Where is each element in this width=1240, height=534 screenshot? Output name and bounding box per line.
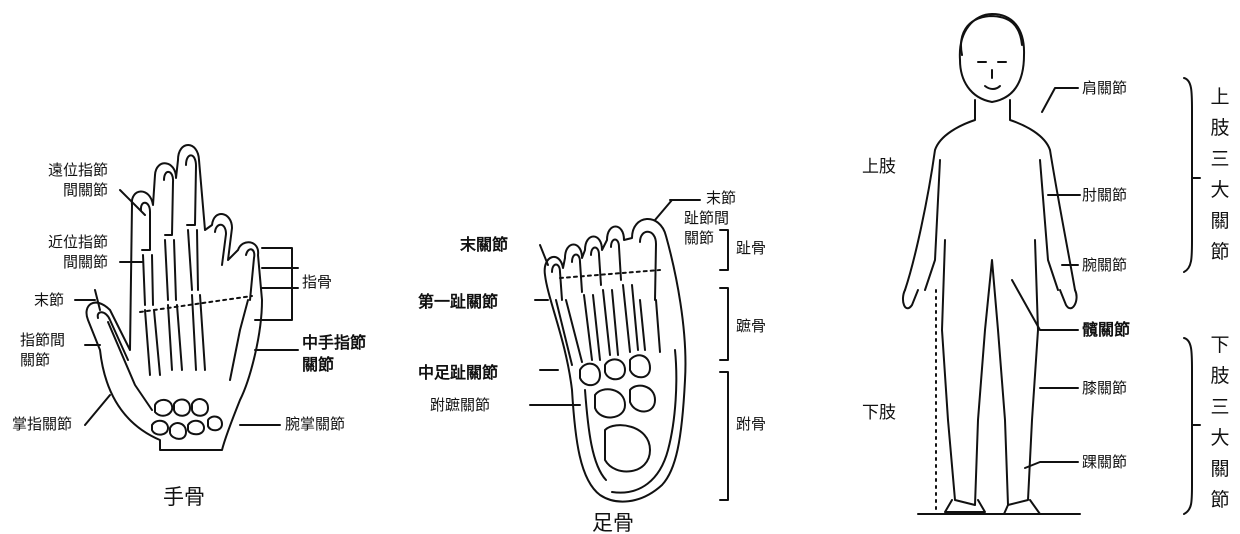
- foot-toe-line: [560, 270, 660, 278]
- label-knee-joint: 膝關節: [1082, 378, 1127, 398]
- label-elbow-joint: 肘關節: [1082, 185, 1127, 205]
- label-cmc-line1: 中手指節: [302, 332, 366, 354]
- label-mp-joint: 掌指關節: [12, 414, 72, 434]
- label-hand-distal-phalanx: 末節: [34, 290, 64, 310]
- hand-carpals: [152, 399, 222, 439]
- lower-group-char: 下: [1208, 330, 1232, 361]
- label-distal-ip-line2: 間關節: [48, 180, 108, 200]
- label-radiocarpal: 腕掌關節: [285, 414, 345, 434]
- label-hand-ip-line1: 指節間: [20, 330, 65, 350]
- body-feet: [945, 500, 1040, 514]
- label-proximal-ip-line1: 近位指節: [48, 232, 108, 252]
- label-distal-ip-joint: 遠位指節 間關節: [48, 160, 108, 201]
- hand-middle-bones: [164, 172, 182, 370]
- label-tarsometatarsal: 跗蹠關節: [430, 395, 490, 415]
- body-legs: [942, 240, 1038, 505]
- label-foot-distal-joint: 末關節: [460, 234, 508, 256]
- label-cmc-line2: 關節: [302, 354, 366, 376]
- lower-group-char: 肢: [1208, 361, 1232, 392]
- hand-title: 手骨: [163, 483, 205, 511]
- label-hip-joint: 髖關節: [1082, 319, 1130, 341]
- foot-title: 足骨: [592, 509, 634, 534]
- body-leaders: [1012, 88, 1080, 468]
- label-toe-bones: 趾骨: [736, 238, 766, 258]
- lower-group-char: 三: [1208, 392, 1232, 423]
- hand-knuckle-line: [140, 296, 252, 312]
- label-metatarsals: 蹠骨: [736, 316, 766, 336]
- lower-group-char: 節: [1208, 485, 1232, 516]
- upper-group-char: 肢: [1208, 113, 1232, 144]
- label-distal-ip-line1: 遠位指節: [48, 160, 108, 180]
- label-hand-ip-line2: 關節: [20, 350, 65, 370]
- upper-group-char: 大: [1208, 175, 1232, 206]
- lower-limb-three-joints-group: 下 肢 三 大 關 節: [1208, 330, 1232, 516]
- label-shoulder-joint: 肩關節: [1082, 78, 1127, 98]
- label-ankle-joint: 踝關節: [1082, 452, 1127, 472]
- label-hand-ip-joint: 指節間 關節: [20, 330, 65, 371]
- hand-thumb-bones: [98, 312, 152, 410]
- body-brace-upper: [1184, 78, 1200, 272]
- foot-tarsals: [580, 355, 655, 471]
- label-proximal-ip-line2: 間關節: [48, 252, 108, 272]
- label-tarsals: 跗骨: [736, 414, 766, 434]
- body-hair: [961, 16, 1022, 55]
- foot-metatarsals: [556, 285, 660, 365]
- body-brace-lower: [1184, 338, 1200, 514]
- label-cmc-joint: 中手指節 關節: [302, 332, 366, 375]
- upper-group-char: 上: [1208, 82, 1232, 113]
- label-midfoot-joint: 中足趾關節: [418, 362, 498, 384]
- label-wrist-joint: 腕關節: [1082, 255, 1127, 275]
- upper-group-char: 節: [1208, 237, 1232, 268]
- body-face: [978, 62, 1006, 89]
- label-foot-distal-phalanx: 末節: [706, 188, 736, 208]
- label-foot-ip-line1: 趾節間: [684, 208, 729, 228]
- upper-group-char: 關: [1208, 206, 1232, 237]
- foot-toe-bones: [552, 232, 656, 300]
- label-lower-limb: 下肢: [862, 402, 896, 425]
- upper-group-char: 三: [1208, 144, 1232, 175]
- human-body-drawing: [903, 14, 1200, 514]
- label-first-toe-joint: 第一趾關節: [418, 291, 498, 313]
- upper-limb-three-joints-group: 上 肢 三 大 關 節: [1208, 82, 1232, 268]
- label-phalanges: 指骨: [302, 272, 332, 292]
- label-proximal-ip-joint: 近位指節 間關節: [48, 232, 108, 273]
- hand-index-bones: [141, 203, 160, 375]
- hand-little-bones: [215, 225, 254, 380]
- lower-group-char: 大: [1208, 423, 1232, 454]
- hand-bones-drawing: [75, 145, 298, 450]
- label-foot-interphalangeal: 趾節間 關節: [684, 208, 729, 249]
- label-upper-limb: 上肢: [862, 156, 896, 179]
- lower-group-char: 關: [1208, 454, 1232, 485]
- label-foot-ip-line2: 關節: [684, 228, 729, 248]
